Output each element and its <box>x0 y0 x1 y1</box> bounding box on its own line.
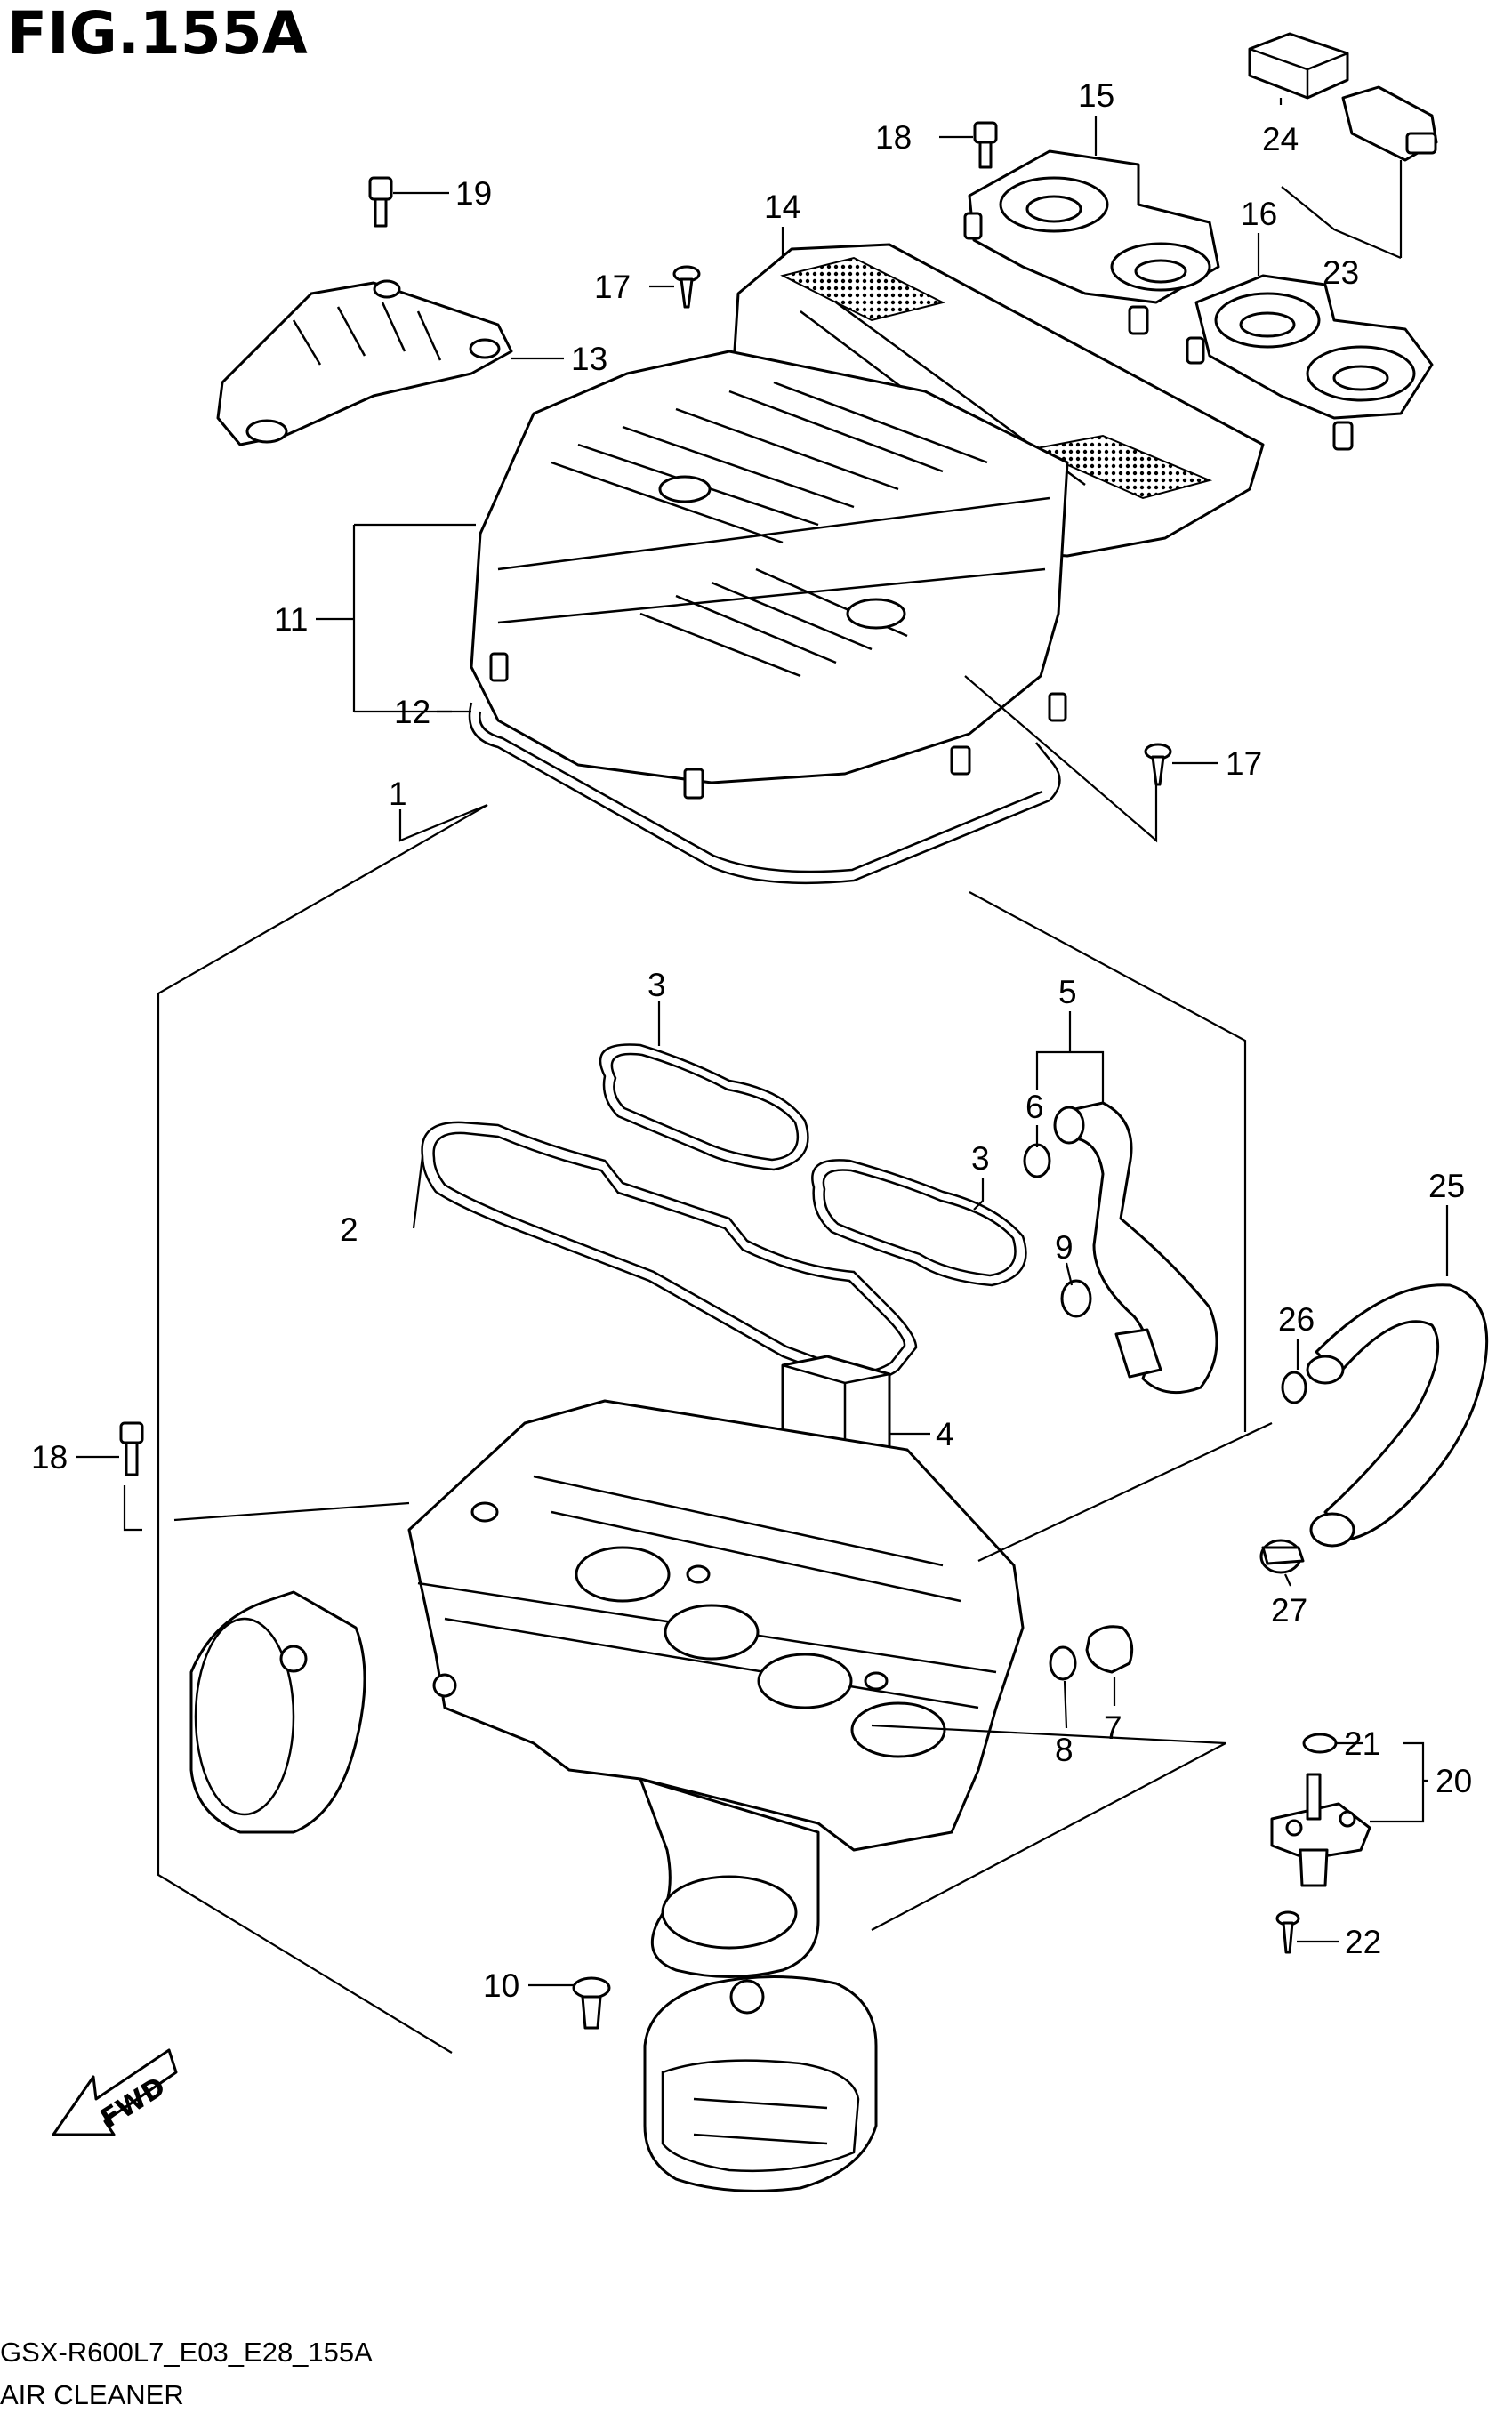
figure-name: AIR CLEANER <box>0 2379 184 2410</box>
leader-lines <box>76 98 1449 2054</box>
part-8-clamp <box>1049 1645 1077 1681</box>
callout-23: 23 <box>1323 254 1359 291</box>
fwd-direction-arrow: FWD <box>52 2048 178 2136</box>
part-20-sensor <box>1270 1773 1371 1887</box>
part-25-hose <box>1306 1283 1489 1548</box>
callout-7: 7 <box>1104 1709 1122 1746</box>
part-15-funnel <box>963 149 1220 335</box>
part-18-bolt-lower <box>119 1421 144 1476</box>
part-6-clamp <box>1023 1143 1051 1178</box>
part-2-gasket <box>421 1121 918 1385</box>
callout-5: 5 <box>1058 974 1077 1010</box>
callout-6: 6 <box>1025 1089 1044 1125</box>
part-1-cleaner-case <box>189 1399 1025 1978</box>
model-code: GSX-R600L7_E03_E28_155A <box>0 2337 373 2368</box>
callout-21: 21 <box>1344 1725 1380 1762</box>
callout-17-upper: 17 <box>594 269 631 305</box>
part-10-clip <box>572 1976 611 2030</box>
part-23-sensor <box>1341 85 1438 162</box>
figure-title: FIG.155A <box>7 0 308 68</box>
callout-9: 9 <box>1055 1229 1074 1266</box>
callout-3-upper: 3 <box>647 967 666 1003</box>
part-3-seal-lower <box>811 1159 1027 1287</box>
callout-12: 12 <box>394 694 430 730</box>
part-18-bolt-upper <box>973 121 998 169</box>
callout-24: 24 <box>1262 121 1299 157</box>
callout-labels: 1 2 3 3 4 5 6 7 8 9 10 11 12 13 14 15 16… <box>31 77 1472 2004</box>
callout-1: 1 <box>389 776 407 812</box>
part-2-gasket-inner <box>432 1131 906 1374</box>
part-3-seal-upper <box>599 1043 809 1171</box>
callout-3-lower: 3 <box>971 1140 990 1177</box>
part-27-clamp <box>1259 1539 1305 1574</box>
part-26-clamp <box>1281 1371 1307 1404</box>
part-5-hose <box>1053 1101 1218 1395</box>
callout-17-lower: 17 <box>1226 745 1262 782</box>
part-12-gasket <box>468 702 1061 885</box>
part-12-gasket-inner <box>479 711 1043 873</box>
callout-18-upper: 18 <box>875 119 912 156</box>
part-19-bolt <box>368 176 393 228</box>
part-17-screw-lower <box>1144 743 1172 786</box>
callout-16: 16 <box>1241 196 1277 232</box>
part-24-cap <box>1248 32 1349 100</box>
callout-18-lower: 18 <box>31 1439 68 1476</box>
callout-20: 20 <box>1436 1763 1472 1799</box>
callout-15: 15 <box>1078 77 1114 114</box>
part-11-cleaner-cap <box>470 350 1069 800</box>
callout-8: 8 <box>1055 1732 1074 1768</box>
callout-2: 2 <box>340 1211 358 1248</box>
callout-13: 13 <box>571 341 607 377</box>
callout-11: 11 <box>274 601 308 638</box>
part-17-screw-upper <box>672 265 701 309</box>
part-22-screw <box>1275 1910 1300 1954</box>
callout-10: 10 <box>483 1967 519 2004</box>
part-13-bracket <box>216 279 513 446</box>
callout-25: 25 <box>1428 1168 1465 1204</box>
callout-26: 26 <box>1278 1301 1315 1338</box>
callout-19: 19 <box>455 175 492 212</box>
part-10-intake-duct <box>643 1975 878 2192</box>
callout-14: 14 <box>764 189 800 225</box>
callout-22: 22 <box>1345 1924 1381 1960</box>
part-9-clamp <box>1060 1279 1092 1318</box>
part-16-funnel <box>1186 274 1434 451</box>
callout-27: 27 <box>1271 1592 1307 1629</box>
part-21-o-ring <box>1302 1733 1338 1754</box>
part-7-cap <box>1085 1625 1134 1674</box>
callout-4: 4 <box>936 1416 954 1452</box>
